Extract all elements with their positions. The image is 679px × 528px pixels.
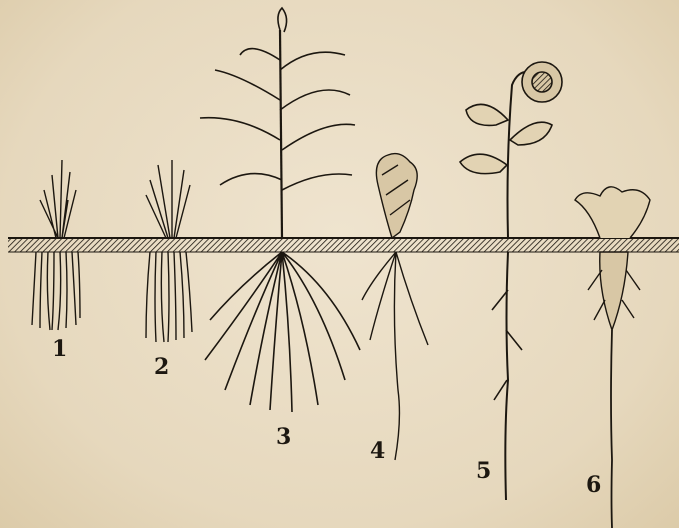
figure-label-4: 4 [370,440,385,462]
plant-5-sunflower [460,62,562,500]
figure-label-6: 6 [586,474,601,496]
plant-3-maize [200,8,360,412]
figure-label-5: 5 [476,460,491,482]
figure-label-2: 2 [154,356,169,378]
figure-label-1: 1 [52,338,67,360]
plant-4-bulb [362,154,428,460]
soil-line [8,238,679,252]
figure-label-3: 3 [276,426,291,448]
